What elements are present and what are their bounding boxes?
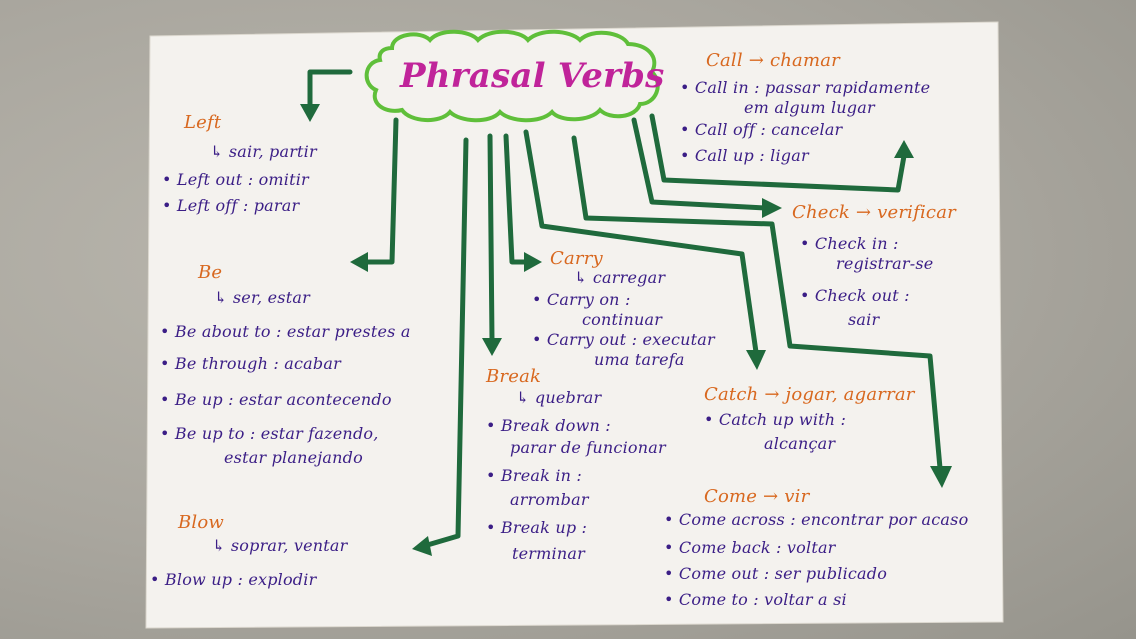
arrow-to-catch — [523, 129, 766, 370]
heading-break: Break — [486, 366, 542, 387]
heading-check: Check → verificar — [792, 202, 956, 223]
item-break-in: • Break in : — [486, 466, 583, 485]
definition-blow: ↳ soprar, ventar — [212, 536, 348, 555]
item-be-up-to: • Be up to : estar fazendo, — [160, 424, 379, 443]
item-check-out: • Check out : — [800, 286, 910, 305]
item-break-in-cont: arrombar — [510, 490, 589, 509]
item-left-off: • Left off : parar — [162, 196, 300, 215]
heading-come: Come → vir — [704, 486, 810, 507]
item-be-about-to: • Be about to : estar prestes a — [160, 322, 411, 341]
definition-be: ↳ ser, estar — [214, 288, 310, 307]
item-carry-on: • Carry on : — [532, 290, 631, 309]
item-check-out-cont: sair — [848, 310, 880, 329]
item-come-across: • Come across : encontrar por acaso — [664, 510, 969, 529]
item-break-down: • Break down : — [486, 416, 611, 435]
arrow-to-left — [300, 69, 353, 122]
arrow-to-be — [350, 117, 399, 272]
page-title: Phrasal Verbs — [400, 56, 665, 96]
definition-left: ↳ sair, partir — [210, 142, 317, 161]
item-be-through: • Be through : acabar — [160, 354, 341, 373]
item-break-up: • Break up : — [486, 518, 588, 537]
item-call-in-cont: em algum lugar — [744, 98, 875, 117]
heading-carry: Carry — [550, 248, 603, 269]
item-come-to: • Come to : voltar a si — [664, 590, 847, 609]
heading-be: Be — [198, 262, 223, 283]
item-catch-up-with: • Catch up with : — [704, 410, 847, 429]
item-call-off: • Call off : cancelar — [680, 120, 843, 139]
item-carry-out: • Carry out : executar — [532, 330, 715, 349]
item-come-out: • Come out : ser publicado — [664, 564, 888, 583]
item-call-in: • Call in : passar rapidamente — [680, 78, 931, 97]
item-check-in: • Check in : — [800, 234, 899, 253]
item-catch-up-with-cont: alcançar — [764, 434, 836, 453]
heading-call: Call → chamar — [706, 50, 840, 71]
arrow-to-come — [571, 135, 952, 488]
heading-blow: Blow — [178, 512, 225, 533]
arrow-to-blow — [412, 137, 469, 556]
item-break-down-cont: parar de funcionar — [510, 438, 666, 457]
item-call-up: • Call up : ligar — [680, 146, 809, 165]
arrow-to-break — [482, 133, 502, 356]
heading-catch: Catch → jogar, agarrar — [704, 384, 915, 405]
item-blow-up: • Blow up : explodir — [150, 570, 317, 589]
item-break-up-cont: terminar — [512, 544, 585, 563]
arrow-to-carry — [503, 133, 542, 272]
title-cloud — [364, 29, 660, 123]
arrow-to-check — [631, 117, 782, 218]
arrow-to-call — [649, 113, 914, 193]
item-carry-on-cont: continuar — [582, 310, 663, 329]
definition-break: ↳ quebrar — [516, 388, 602, 407]
item-carry-out-cont: uma tarefa — [594, 350, 685, 369]
item-be-up: • Be up : estar acontecendo — [160, 390, 392, 409]
heading-left: Left — [184, 112, 222, 133]
item-be-up-to-cont: estar planejando — [224, 448, 363, 467]
item-left-out: • Left out : omitir — [162, 170, 309, 189]
item-check-in-cont: registrar-se — [836, 254, 934, 273]
definition-carry: ↳ carregar — [574, 268, 666, 287]
item-come-back: • Come back : voltar — [664, 538, 836, 557]
